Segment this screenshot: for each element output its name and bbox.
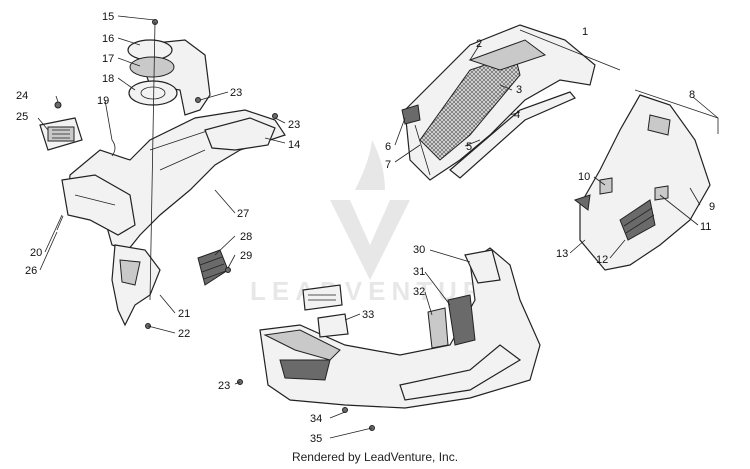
callout-12: 12 — [596, 254, 608, 266]
callout-28: 28 — [240, 231, 252, 243]
callout-14: 14 — [288, 139, 300, 151]
callout-29: 29 — [240, 250, 252, 262]
callout-23-a: 23 — [230, 87, 242, 99]
callout-33: 33 — [362, 309, 374, 321]
callout-11: 11 — [700, 221, 711, 233]
callout-16: 16 — [102, 33, 114, 45]
callout-numbers: 1 2 3 4 5 6 7 8 9 10 11 12 13 14 15 16 1… — [16, 11, 715, 445]
callout-4: 4 — [514, 109, 520, 121]
callout-35: 35 — [310, 433, 322, 445]
leader-lines — [37, 15, 719, 439]
callout-23-b: 23 — [288, 119, 300, 131]
callout-30: 30 — [413, 244, 425, 256]
callout-19: 19 — [97, 95, 109, 107]
callout-23-c: 23 — [218, 380, 230, 392]
callout-15: 15 — [102, 11, 114, 23]
callout-32: 32 — [413, 286, 425, 298]
callout-2: 2 — [476, 38, 482, 50]
callout-20: 20 — [30, 247, 42, 259]
callout-17: 17 — [102, 53, 114, 65]
callout-9: 9 — [709, 201, 715, 213]
callout-31: 31 — [413, 266, 425, 278]
callout-34: 34 — [310, 413, 322, 425]
callout-21: 21 — [178, 308, 190, 320]
footer-credit: Rendered by LeadVenture, Inc. — [291, 450, 459, 464]
callout-18: 18 — [102, 73, 114, 85]
callout-8: 8 — [689, 89, 695, 101]
watermark-logo: LEADVENTURE — [250, 140, 505, 306]
lower-dash-assembly — [237, 247, 541, 431]
callout-22: 22 — [178, 328, 190, 340]
callout-6: 6 — [385, 141, 391, 153]
callout-10: 10 — [578, 171, 590, 183]
callout-1: 1 — [582, 26, 588, 38]
dash-support-assembly — [39, 19, 286, 329]
callout-5: 5 — [466, 141, 472, 153]
callout-27: 27 — [237, 208, 249, 220]
callout-7: 7 — [385, 159, 391, 171]
side-panel-assembly — [401, 24, 596, 181]
callout-25: 25 — [16, 111, 28, 123]
callout-24: 24 — [16, 90, 28, 102]
callout-13: 13 — [556, 248, 568, 260]
callout-3: 3 — [516, 84, 522, 96]
callout-26: 26 — [25, 265, 37, 277]
right-side-panel — [573, 94, 711, 271]
